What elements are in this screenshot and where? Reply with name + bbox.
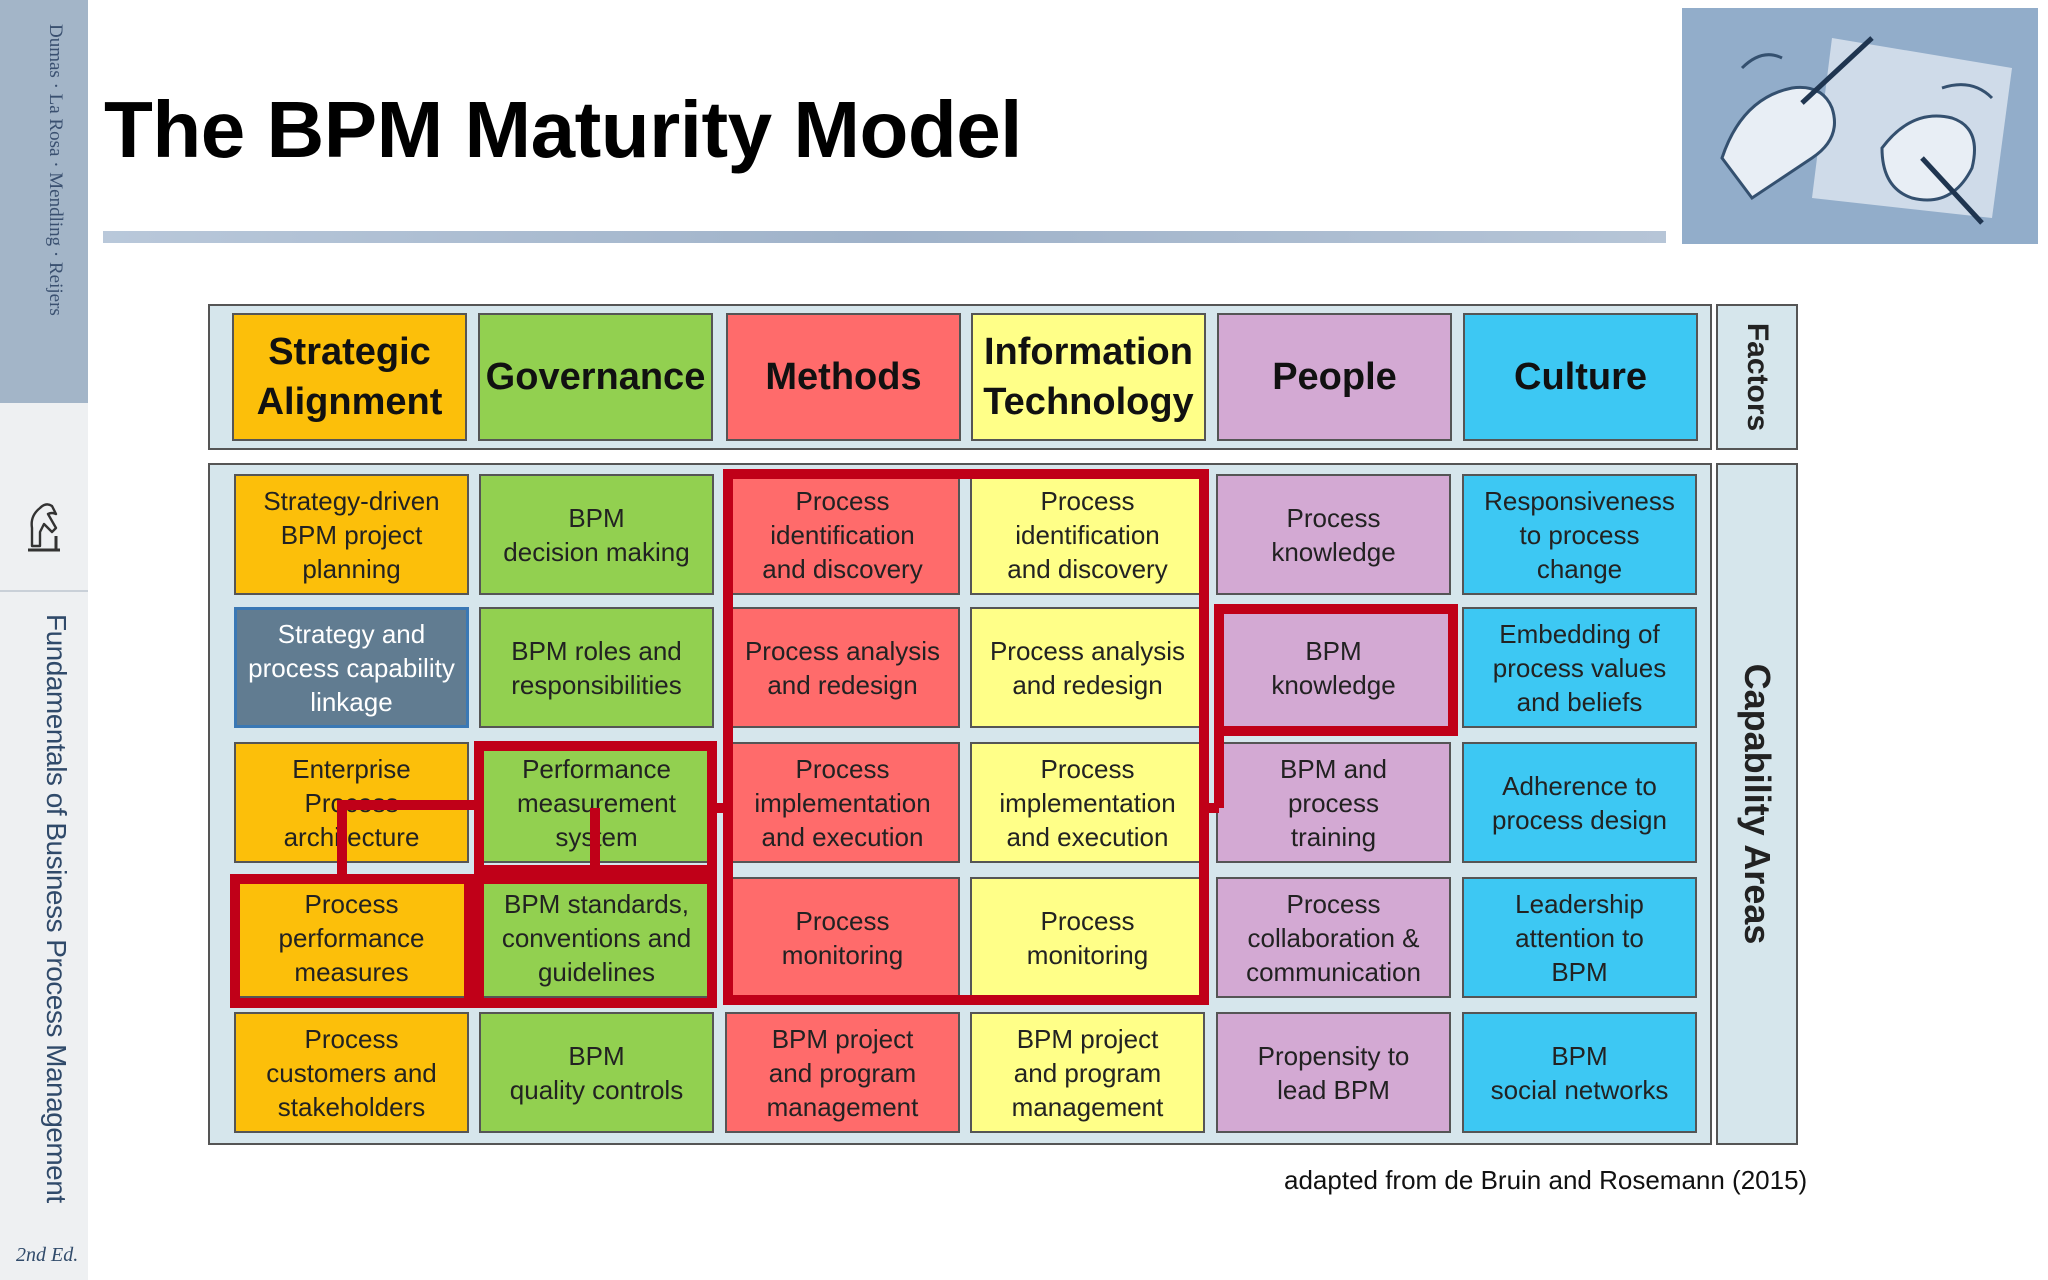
factor-people: People bbox=[1217, 313, 1452, 441]
capability-cell: BPM project and program management bbox=[725, 1012, 960, 1133]
capability-cell: Process collaboration & communication bbox=[1216, 877, 1451, 998]
capability-cell: BPM decision making bbox=[479, 474, 714, 595]
capability-cell-highlighted: Strategy and process capability linkage bbox=[234, 607, 469, 728]
factor-culture: Culture bbox=[1463, 313, 1698, 441]
capability-cell: Embedding of process values and beliefs bbox=[1462, 607, 1697, 728]
capability-cell: Leadership attention to BPM bbox=[1462, 877, 1697, 998]
capability-cell: Process performance measures bbox=[234, 877, 469, 998]
capability-cell: Propensity to lead BPM bbox=[1216, 1012, 1451, 1133]
methods-it-highlight-box bbox=[723, 469, 1209, 1005]
bpm-standards-highlight-box bbox=[474, 874, 717, 1008]
factor-strategic-alignment: Strategic Alignment bbox=[232, 313, 467, 441]
book-sidebar: Dumas · La Rosa · Mendling · Reijers Fun… bbox=[0, 0, 88, 1280]
slide-title: The BPM Maturity Model bbox=[104, 85, 1022, 174]
drawing-hands-image bbox=[1682, 8, 2038, 244]
capability-cell: Strategy-driven BPM project planning bbox=[234, 474, 469, 595]
sidebar-book-title: Fundamentals of Business Process Managem… bbox=[41, 614, 72, 1203]
factor-governance: Governance bbox=[478, 313, 713, 441]
capability-cell: Process customers and stakeholders bbox=[234, 1012, 469, 1133]
capability-cell: Adherence to process design bbox=[1462, 742, 1697, 863]
capability-cell: BPM project and program management bbox=[970, 1012, 1205, 1133]
capability-cell: BPM and process training bbox=[1216, 742, 1451, 863]
capability-cell: Process analysis and redesign bbox=[725, 607, 960, 728]
process-performance-measures-highlight-box bbox=[230, 874, 474, 1008]
springer-horse-icon bbox=[28, 503, 60, 552]
factors-label-box: Factors bbox=[1716, 304, 1798, 450]
title-underline bbox=[103, 231, 1666, 243]
capability-cell: BPM roles and responsibilities bbox=[479, 607, 714, 728]
factor-methods: Methods bbox=[726, 313, 961, 441]
capability-cell: Process implementation and execution bbox=[725, 742, 960, 863]
factor-information-technology: Information Technology bbox=[971, 313, 1206, 441]
sidebar-authors: Dumas · La Rosa · Mendling · Reijers bbox=[45, 24, 66, 316]
capability-cell: BPM standards, conventions and guideline… bbox=[479, 877, 714, 998]
capability-cell: Process knowledge bbox=[1216, 474, 1451, 595]
capability-cell: BPM social networks bbox=[1462, 1012, 1697, 1133]
capability-cell: Responsiveness to process change bbox=[1462, 474, 1697, 595]
bpm-knowledge-highlight-box bbox=[1214, 604, 1458, 736]
capability-cell: Process monitoring bbox=[970, 877, 1205, 998]
strategic-connector-line bbox=[337, 800, 479, 879]
capability-cell: Process analysis and redesign bbox=[970, 607, 1205, 728]
sidebar-edition: 2nd Ed. bbox=[16, 1244, 79, 1266]
capability-cell: BPM quality controls bbox=[479, 1012, 714, 1133]
source-caption: adapted from de Bruin and Rosemann (2015… bbox=[1284, 1165, 1808, 1195]
sidebar-cover-band bbox=[0, 0, 88, 403]
capability-cell: Process identification and discovery bbox=[725, 474, 960, 595]
sidebar-divider bbox=[0, 590, 88, 592]
capability-cell: Process identification and discovery bbox=[970, 474, 1205, 595]
capability-areas-label-box: Capability Areas bbox=[1716, 463, 1798, 1145]
